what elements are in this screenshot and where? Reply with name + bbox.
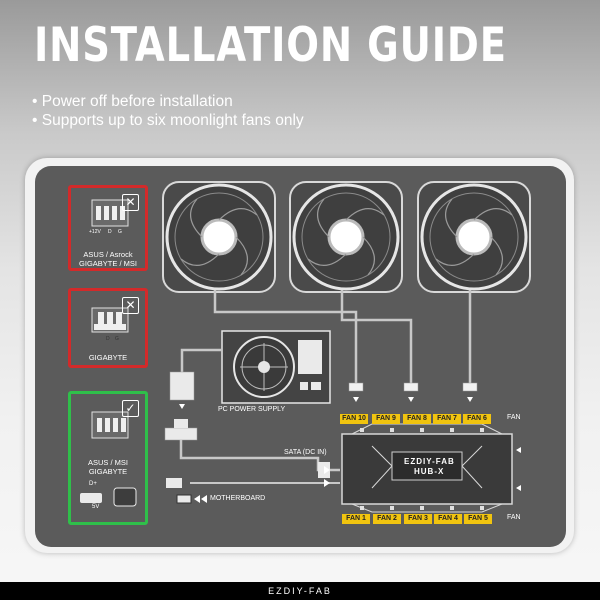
- fan-2-icon: [289, 181, 403, 293]
- header-connector-icon: [176, 494, 192, 504]
- pin-label: D: [106, 336, 110, 342]
- fan-cables: [213, 290, 472, 383]
- footer-brand: EZDIY-FAB: [0, 582, 600, 600]
- hub-model: HUB-X: [414, 467, 445, 476]
- hub-x-icon: [341, 423, 513, 513]
- fan-port-label: FAN 5: [464, 514, 492, 524]
- molex-socket-icon: [164, 427, 198, 441]
- hub-brand: EZDIY-FAB: [404, 457, 455, 466]
- check-icon: ✓: [122, 400, 139, 417]
- hub-pin-markers: [360, 428, 484, 510]
- arrow-left-icons: [194, 495, 207, 503]
- fan-port-label: FAN 4: [434, 514, 462, 524]
- fan-port-label: FAN 2: [373, 514, 401, 524]
- down-arrow-icon: [179, 404, 185, 409]
- down-arrow-icons: [353, 397, 473, 402]
- page-title: INSTALLATION GUIDE: [34, 18, 507, 73]
- psu-cable: [180, 348, 222, 372]
- pin-label: D: [108, 229, 112, 235]
- fan-port-label: FAN 6: [463, 414, 491, 424]
- panel-label-line: GIGABYTE: [88, 353, 128, 362]
- molex-plug-icon: [169, 371, 195, 401]
- fan-3-icon: [417, 181, 531, 293]
- fan-1-icon: [162, 181, 276, 293]
- panel-label-line: GIGABYTE / MSI: [79, 259, 137, 268]
- fan-label-bottom: FAN: [507, 514, 521, 521]
- arrow-right-icons: [324, 466, 330, 487]
- hub-side-arrows: [516, 447, 521, 491]
- compat-panel-asus-asrock: ✕ ASUS / Asrock GIGABYTE / MSI: [68, 185, 148, 271]
- sata-label: SATA (DC IN): [284, 449, 327, 456]
- mini-connector-icons: [80, 487, 137, 507]
- close-icon: ✕: [122, 194, 139, 211]
- motherboard-label: MOTHERBOARD: [210, 495, 266, 502]
- fan-blades-icon: [180, 198, 513, 276]
- close-icon: ✕: [122, 297, 139, 314]
- panel-label-line: ASUS / MSI: [87, 458, 128, 467]
- pin-label: +12V: [89, 229, 101, 235]
- panel-label-line: GIGABYTE: [88, 467, 128, 476]
- molex-socket-top: [174, 419, 188, 428]
- panel-label-line: ASUS / Asrock: [83, 250, 133, 259]
- motherboard-plug-icon: [166, 478, 182, 488]
- fan-port-label: FAN 10: [340, 414, 368, 424]
- fan-label-top: FAN: [507, 414, 521, 421]
- pin-label: G: [115, 336, 119, 342]
- fan-port-label: FAN 8: [403, 414, 431, 424]
- bullet-list: Power off before installation Supports u…: [32, 92, 304, 130]
- bullet-item: Power off before installation: [32, 92, 304, 111]
- fan-port-label: FAN 7: [433, 414, 461, 424]
- fan-port-label: FAN 3: [404, 514, 432, 524]
- fan-plugs: [348, 382, 478, 392]
- compat-panel-asus-msi: ✓ ASUS / MSI GIGABYTE: [68, 391, 148, 525]
- pc-power-supply-label: PC POWER SUPPLY: [218, 406, 286, 413]
- pin-label: G: [118, 229, 122, 235]
- fan-port-label: FAN 1: [342, 514, 370, 524]
- pin-label-v: 5V: [92, 504, 100, 510]
- power-supply-icon: [221, 330, 331, 404]
- compat-panel-gigabyte: ✕ GIGABYTE: [68, 288, 148, 368]
- pin-label-d: D+: [89, 481, 97, 487]
- bullet-item: Supports up to six moonlight fans only: [32, 111, 304, 130]
- fan-port-label: FAN 9: [372, 414, 400, 424]
